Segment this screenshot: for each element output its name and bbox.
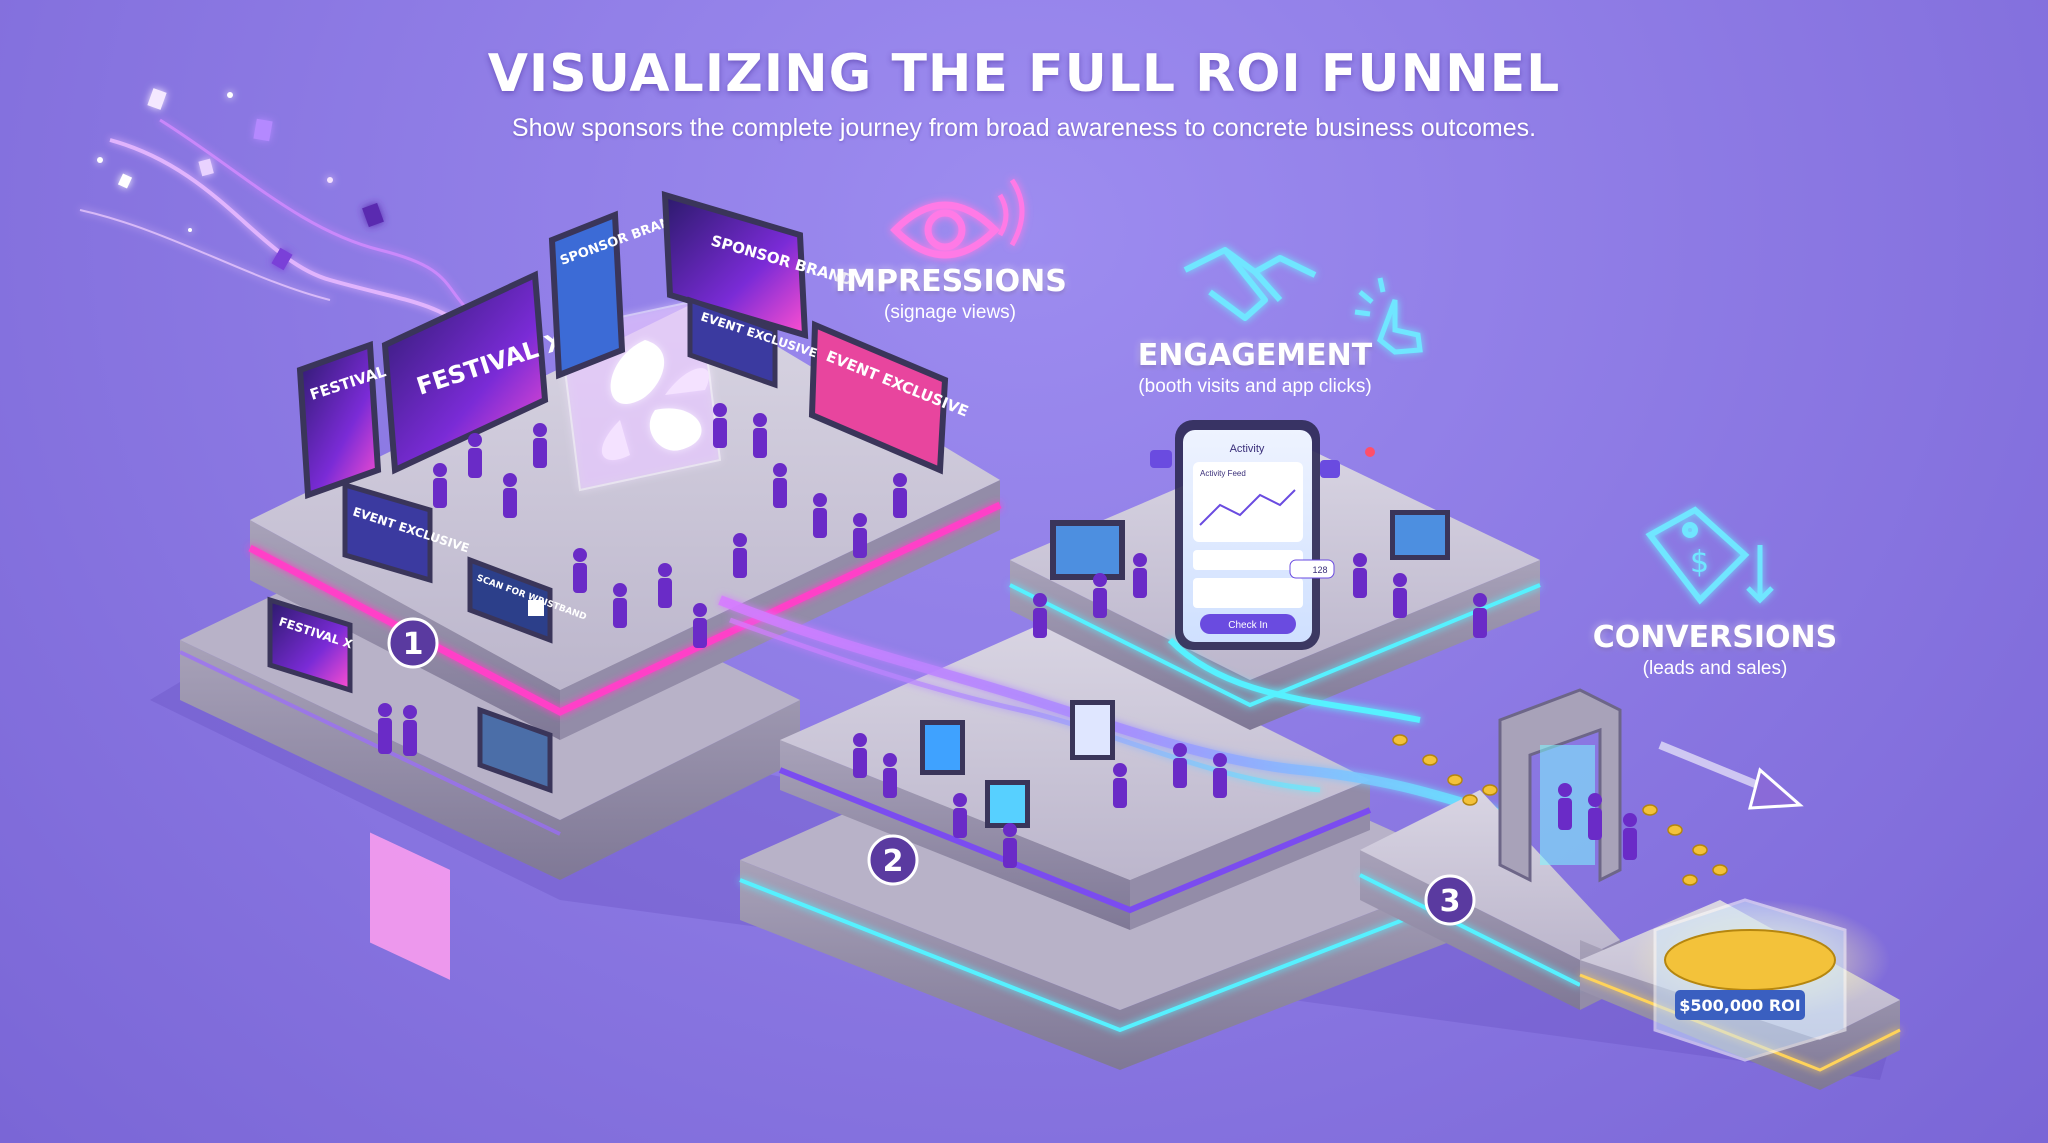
page-subtitle: Show sponsors the complete journey from … <box>511 114 1537 142</box>
stage-2-badge: 2 <box>867 834 919 886</box>
phone-header: Activity <box>1230 443 1265 455</box>
arrow-to-roi <box>1658 741 1804 810</box>
stage-3-number: 3 <box>1440 884 1461 919</box>
page-title: VISUALIZING THE FULL ROI FUNNEL <box>487 44 1561 104</box>
stage-1-badge: 1 <box>387 617 439 669</box>
stage-title-conversions: CONVERSIONS <box>1592 620 1838 655</box>
stage-title-impressions: IMPRESSIONS <box>835 264 1067 299</box>
stage-subtitle-impressions: (signage views) <box>884 302 1016 323</box>
billboard-festival-x-main: FESTIVAL X <box>381 270 568 475</box>
billboard-sponsor-brand-2: SPONSOR BRAND <box>661 190 855 340</box>
roi-treasure-chest: $500,000 ROI <box>1630 898 1890 1062</box>
video-screen-base <box>477 706 553 794</box>
billboard-festival-small: FESTIVAL <box>296 340 389 500</box>
stage-3-badge: 3 <box>1424 874 1476 926</box>
activity-phone: Activity Activity Feed Check In 128 <box>1150 420 1375 650</box>
data-particle-stream <box>79 88 481 332</box>
eye-icon <box>890 178 1025 259</box>
crowd-engagement <box>853 553 1487 868</box>
phone-feed-title: Activity Feed <box>1200 469 1246 478</box>
stage-subtitle-conversions: (leads and sales) <box>1642 658 1788 679</box>
crowd-conversions <box>1558 783 1637 860</box>
stage-label-impressions: IMPRESSIONS (signage views) <box>835 264 1067 324</box>
pointer-hand-icon <box>1354 277 1423 355</box>
billboard-scan-wristband: SCAN FOR WRISTBAND <box>467 556 588 644</box>
stage-label-engagement: ENGAGEMENT (booth visits and app clicks) <box>1120 338 1390 398</box>
crowd-impressions <box>378 403 907 756</box>
coin-stream <box>1392 734 1728 886</box>
handshake-icon <box>1183 247 1317 321</box>
booth-kiosks <box>920 510 1450 828</box>
stage-label-conversions: CONVERSIONS (leads and sales) <box>1590 620 1840 680</box>
conversion-gate <box>1498 688 1622 883</box>
stage-2-number: 2 <box>883 844 904 879</box>
phone-checkin-button: Check In <box>1228 620 1267 631</box>
billboard-festival-x-base: FESTIVAL X <box>267 596 355 694</box>
roi-label: $500,000 ROI <box>1679 996 1800 1015</box>
stage-title-engagement: ENGAGEMENT <box>1137 338 1373 373</box>
billboard-event-exclusive-3: EVENT EXCLUSIVE <box>342 481 471 584</box>
stage-1-number: 1 <box>403 627 424 662</box>
svg-text:$: $ <box>1690 545 1709 580</box>
entry-door <box>370 832 450 980</box>
stage-subtitle-engagement: (booth visits and app clicks) <box>1138 376 1372 397</box>
phone-like-count: 128 <box>1312 565 1327 575</box>
price-tag-icon: $ <box>1645 506 1774 605</box>
